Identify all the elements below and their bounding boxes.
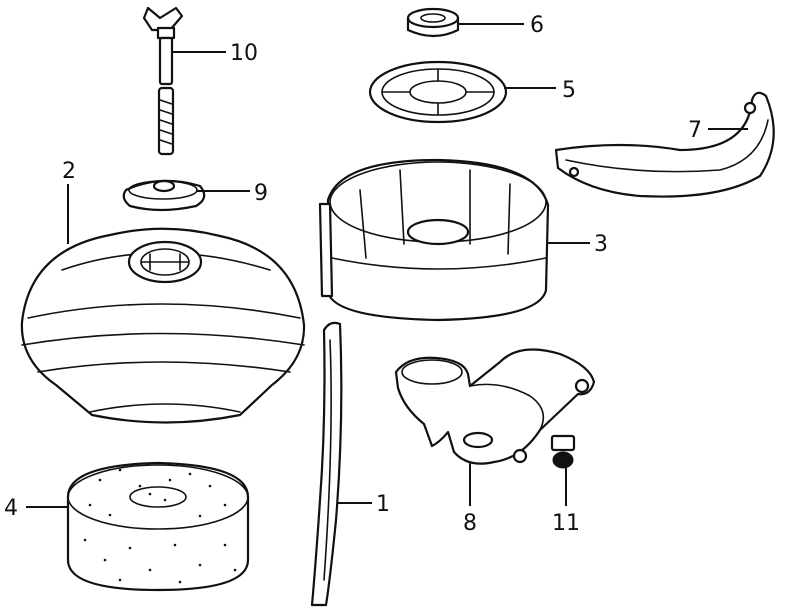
leader-lines bbox=[26, 23, 748, 508]
foam-element-part bbox=[66, 461, 250, 592]
callout-5: 5 bbox=[562, 78, 576, 103]
intake-elbow-part bbox=[394, 348, 596, 465]
grommet-part bbox=[406, 7, 460, 38]
callout-10: 10 bbox=[230, 41, 258, 66]
band-part bbox=[554, 91, 775, 198]
air-cleaner-case-part bbox=[318, 158, 550, 322]
callout-11: 11 bbox=[552, 511, 580, 536]
callout-4: 4 bbox=[4, 496, 18, 521]
callout-labels: 10 9 2 4 1 6 5 3 7 8 11 bbox=[4, 13, 702, 536]
foam-texture bbox=[83, 468, 237, 584]
callout-9: 9 bbox=[254, 181, 268, 206]
callout-8: 8 bbox=[463, 511, 477, 536]
air-cleaner-cover-part bbox=[20, 227, 306, 424]
wing-bolt-part bbox=[142, 6, 184, 156]
callout-3: 3 bbox=[594, 232, 608, 257]
grid-plate-part bbox=[368, 60, 508, 124]
callout-1: 1 bbox=[376, 492, 390, 517]
washer-part bbox=[122, 179, 206, 212]
callout-7: 7 bbox=[688, 118, 702, 143]
callout-6: 6 bbox=[530, 13, 544, 38]
callout-2: 2 bbox=[62, 159, 76, 184]
screw-part bbox=[550, 434, 576, 469]
tube-part bbox=[310, 321, 343, 607]
